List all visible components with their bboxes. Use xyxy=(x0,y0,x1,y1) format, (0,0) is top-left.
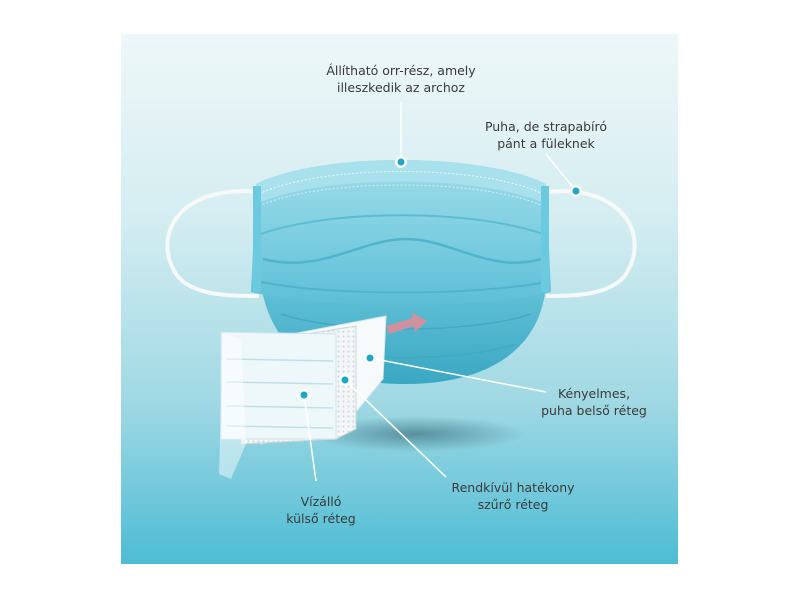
pleat-3 xyxy=(260,281,547,294)
marker-ear xyxy=(570,185,582,197)
airflow-arrow-right xyxy=(386,312,427,334)
marker-nose xyxy=(395,156,407,168)
diagram-panel: Állítható orr-rész, amely illeszkedik az… xyxy=(121,34,678,564)
right-ear-loop xyxy=(545,189,637,298)
marker-inner xyxy=(364,352,376,364)
nose-band-stitch xyxy=(258,171,544,195)
label-inner: Kényelmes, puha belső réteg xyxy=(529,385,659,419)
label-outer: Vízálló külső réteg xyxy=(276,493,366,527)
leader-outer xyxy=(303,394,317,482)
label-nose: Állítható orr-rész, amely illeszkedik az… xyxy=(326,62,476,96)
nose-band-stitch-2 xyxy=(258,184,544,207)
marker-filter xyxy=(339,374,351,386)
layer-ghost xyxy=(219,334,246,479)
label-filter-line1: Rendkívül hatékony xyxy=(451,480,575,495)
label-filter: Rendkívül hatékony szűrő réteg xyxy=(443,479,583,513)
label-ear-line2: pánt a füleknek xyxy=(497,136,595,151)
mask-bottom-fold xyxy=(280,313,532,330)
label-inner-line1: Kényelmes, xyxy=(557,386,631,401)
leader-inner xyxy=(369,357,547,393)
mask-right-edge xyxy=(541,186,549,292)
left-ear-loop xyxy=(165,189,260,298)
label-nose-line2: illeszkedik az archoz xyxy=(336,80,465,95)
layer-outer xyxy=(220,331,337,440)
label-ear-line1: Puha, de strapabíró xyxy=(484,119,608,134)
label-nose-line1: Állítható orr-rész, amely xyxy=(326,63,476,78)
label-filter-line2: szűrő réteg xyxy=(477,497,549,512)
leader-filter xyxy=(344,379,447,478)
pleat-1 xyxy=(260,214,544,235)
mask-illustration xyxy=(165,102,637,482)
label-outer-line1: Vízálló xyxy=(300,494,342,509)
leader-ear xyxy=(545,153,577,192)
nose-band xyxy=(256,160,546,204)
label-outer-line2: külső réteg xyxy=(286,511,356,526)
marker-outer xyxy=(298,389,310,401)
label-ear: Puha, de strapabíró pánt a füleknek xyxy=(476,118,616,152)
mask-left-edge xyxy=(253,186,261,292)
pleat-2 xyxy=(262,237,542,264)
label-inner-line2: puha belső réteg xyxy=(541,403,647,418)
mask-shadow xyxy=(306,416,526,452)
mask-body xyxy=(251,160,551,305)
